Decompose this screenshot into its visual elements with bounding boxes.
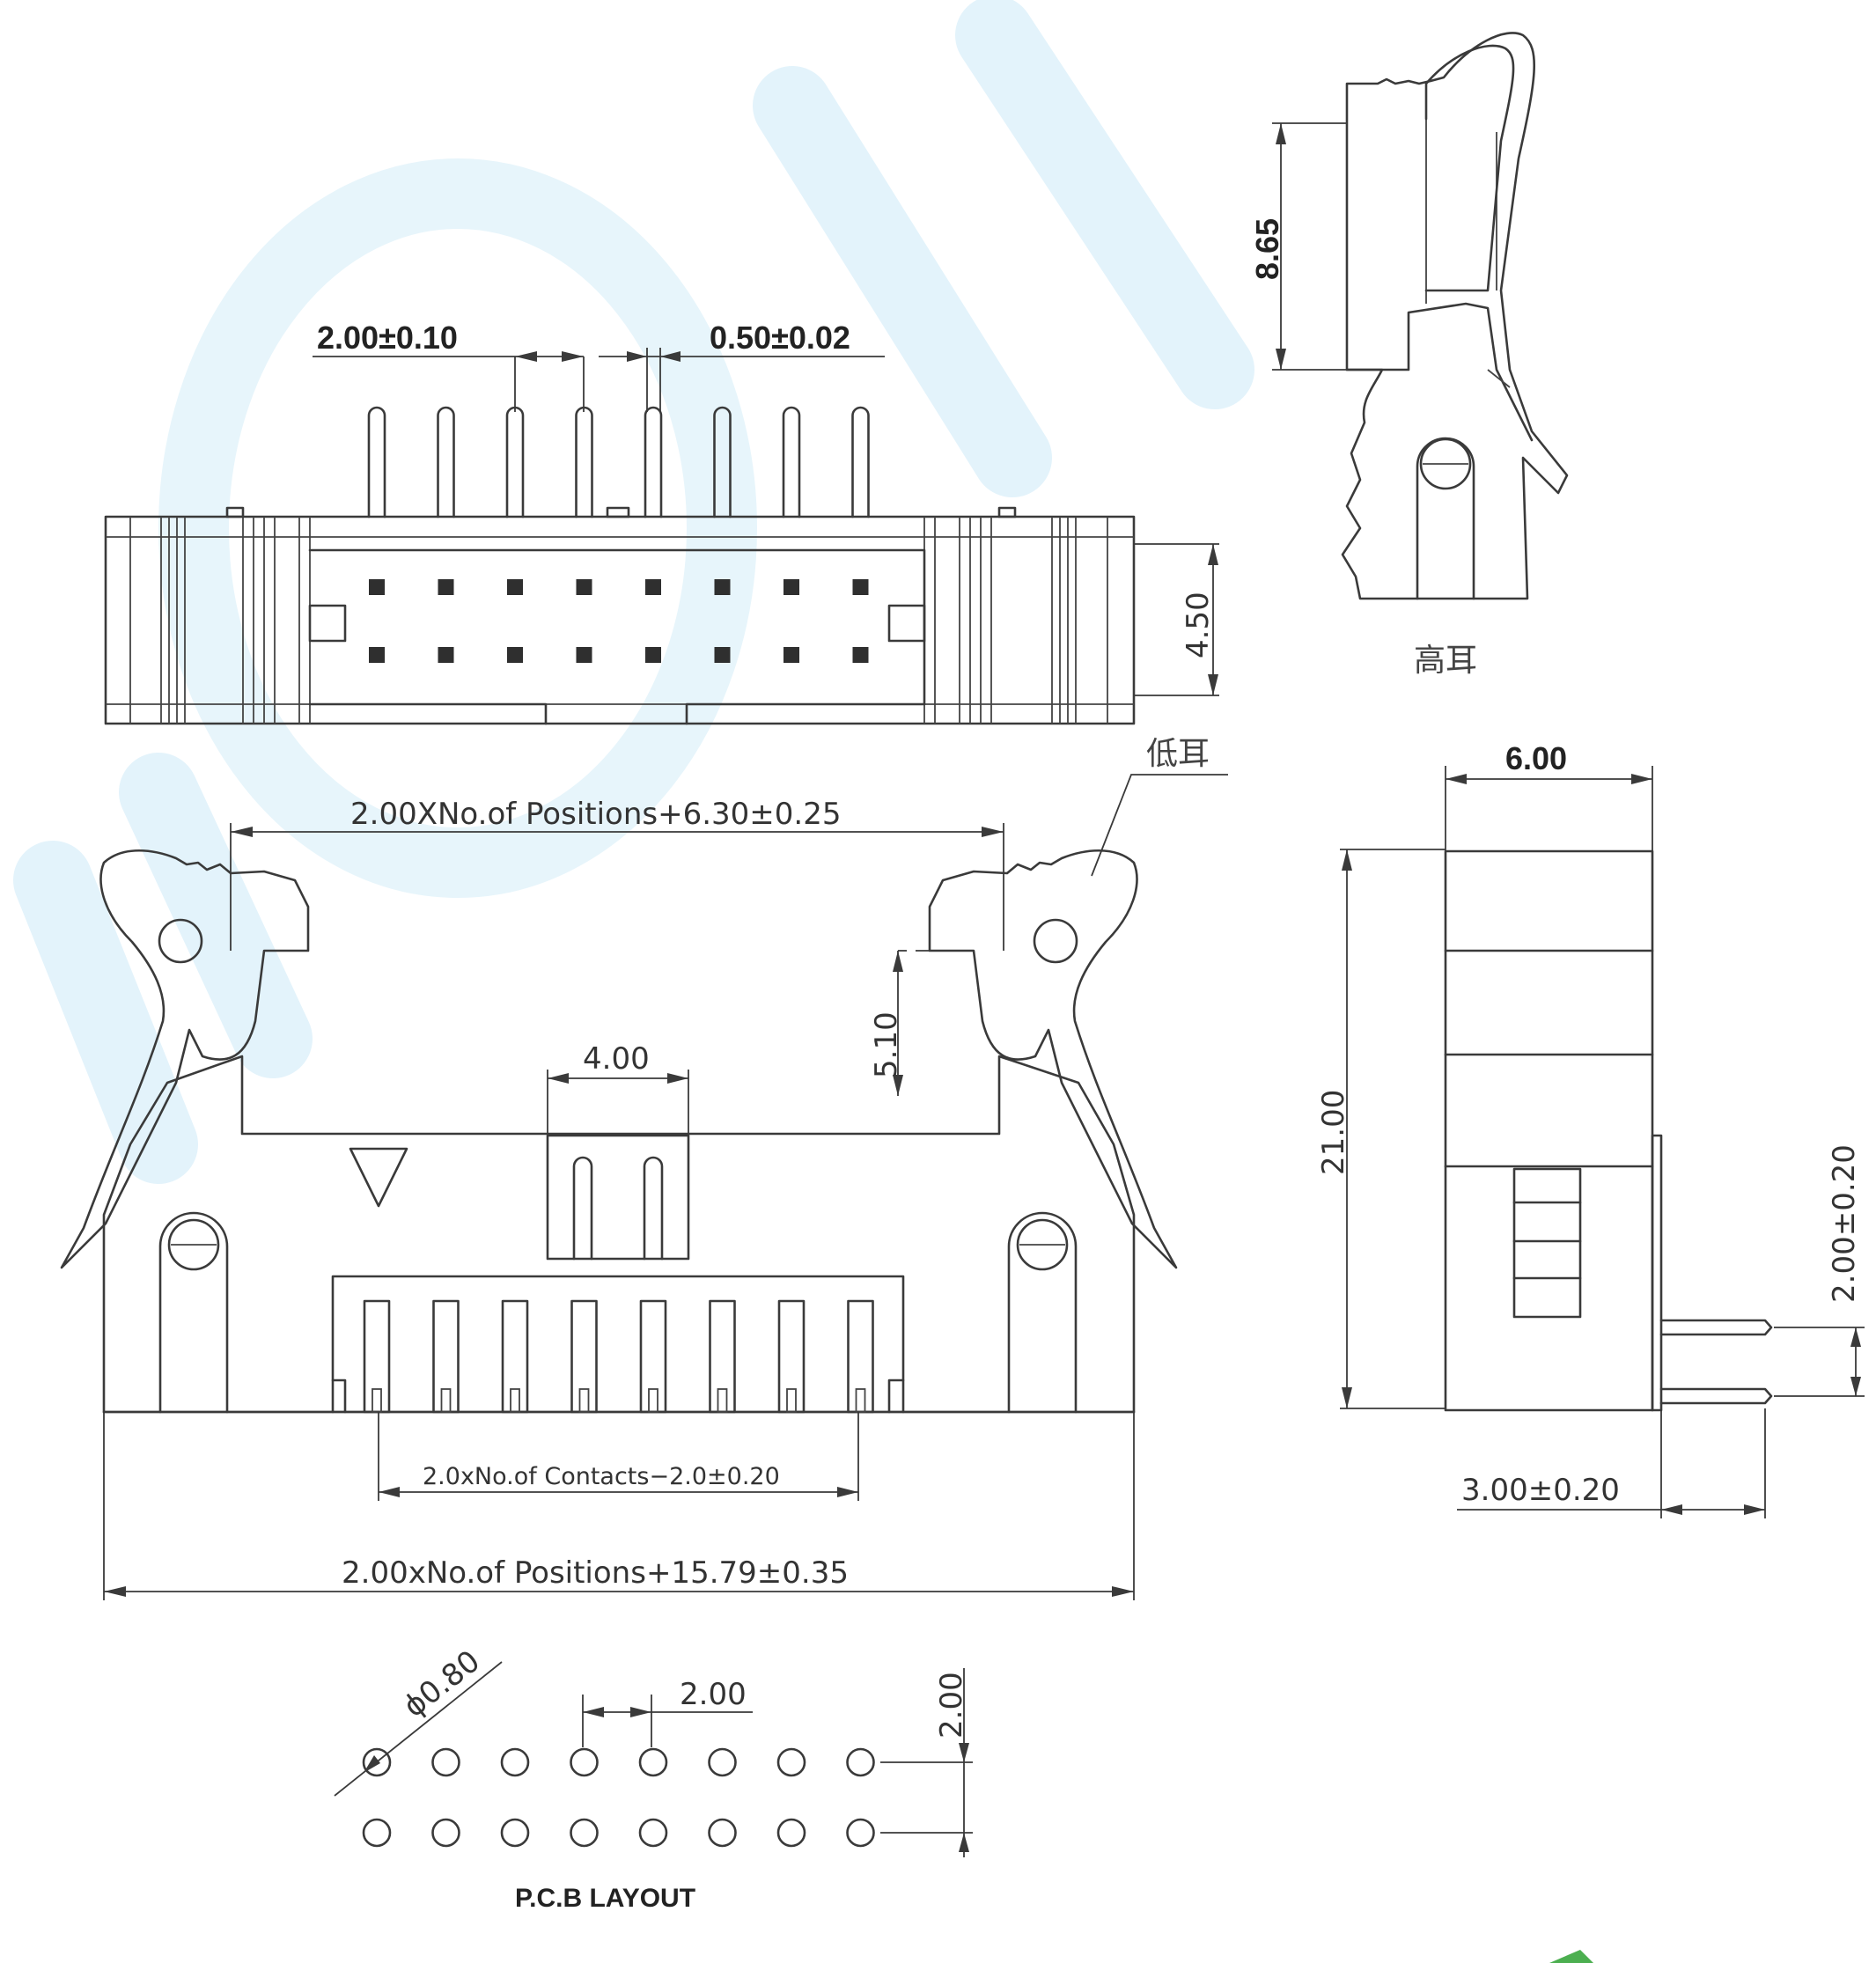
- pcb-hole: [638, 1747, 668, 1777]
- pin: [713, 406, 732, 518]
- label-high-ear: 高耳: [1414, 643, 1477, 679]
- pcb-hole: [638, 1818, 668, 1848]
- watermark: [13, 0, 1254, 1184]
- contact-square: [507, 647, 523, 663]
- contact-square: [369, 579, 385, 595]
- pin: [575, 406, 593, 518]
- contact-tip: [372, 1388, 382, 1413]
- contact: [847, 1299, 874, 1414]
- end-view: 6.00 21.00 2.00±0.20 3.00±0.20: [1316, 740, 1865, 1518]
- pin: [367, 406, 386, 518]
- contact-square: [507, 579, 523, 595]
- contact: [709, 1299, 736, 1414]
- pcb-hole: [500, 1818, 530, 1848]
- right-end-stripes: [923, 517, 1108, 724]
- contact-square: [576, 579, 592, 595]
- contact-square: [645, 579, 661, 595]
- pcb-hole: [570, 1818, 599, 1848]
- pcb-hole: [570, 1747, 599, 1777]
- contact: [501, 1299, 529, 1414]
- contact-tip: [855, 1388, 866, 1413]
- corner-mark: [1549, 1950, 1593, 1963]
- pcb-layout: ϕ0.80 2.00 2.00 P.C.B LAYOUT: [334, 1643, 973, 1913]
- pcb-hole: [846, 1747, 875, 1777]
- dim-tail-length: 3.00±0.20: [1461, 1473, 1620, 1508]
- side-view-high-ear: 8.65 高耳: [1249, 32, 1569, 679]
- dim-pcb-pitch-y: 2.00: [934, 1672, 969, 1739]
- label-pcb-layout: P.C.B LAYOUT: [515, 1884, 695, 1913]
- pin: [782, 406, 801, 518]
- dim-row-pitch: 2.00±0.20: [1827, 1144, 1862, 1303]
- contact-square: [852, 647, 869, 663]
- pcb-hole: [362, 1747, 392, 1777]
- pin: [505, 406, 525, 518]
- contact: [432, 1299, 460, 1414]
- dim-latch-height: 5.10: [869, 1011, 904, 1078]
- dim-pcb-pitch-x: 2.00: [680, 1677, 747, 1712]
- contact-square: [714, 647, 731, 663]
- pcb-hole: [776, 1747, 806, 1777]
- pcb-holes: [362, 1747, 875, 1848]
- contact: [363, 1299, 391, 1414]
- top-pins: [367, 406, 870, 518]
- pcb-hole: [708, 1747, 737, 1777]
- contact-tip: [648, 1388, 658, 1413]
- top-view: 2.00±0.10 0.50±0.02 4.50: [104, 320, 1219, 725]
- contact-tip: [578, 1388, 590, 1413]
- dim-key-width: 4.00: [583, 1041, 650, 1077]
- contact-square: [645, 647, 661, 663]
- contact: [570, 1299, 598, 1414]
- front-view: 2.00XNo.of Positions+6.30±0.25 5.10 4.00…: [60, 736, 1228, 1600]
- front-contacts: [363, 1299, 874, 1414]
- label-low-ear: 低耳: [1146, 736, 1210, 772]
- dim-contact-span: 2.0xNo.of Contacts−2.0±0.20: [423, 1463, 780, 1490]
- pcb-hole: [776, 1818, 806, 1848]
- pcb-hole: [362, 1818, 392, 1848]
- pcb-hole: [431, 1818, 460, 1848]
- contact-square: [369, 647, 385, 663]
- dim-side-height: 8.65: [1249, 218, 1285, 280]
- pin: [644, 406, 663, 518]
- contact-square: [784, 647, 799, 663]
- contact-square: [784, 579, 799, 595]
- contact-square: [852, 579, 869, 595]
- top-contact-squares: [369, 579, 869, 663]
- dim-end-height: 21.00: [1316, 1090, 1351, 1175]
- contact: [777, 1299, 806, 1414]
- contact: [639, 1299, 667, 1414]
- contact-tip: [440, 1388, 452, 1413]
- pin: [437, 406, 455, 518]
- contact-square: [438, 579, 454, 595]
- pcb-hole: [500, 1747, 530, 1777]
- pcb-hole: [846, 1818, 875, 1848]
- pcb-hole: [431, 1747, 460, 1777]
- dim-total-width: 2.00xNo.of Positions+15.79±0.35: [342, 1555, 849, 1591]
- contact-square: [576, 647, 592, 663]
- dim-pin-width: 0.50±0.02: [710, 320, 850, 356]
- pin: [851, 406, 870, 518]
- contact-tip: [717, 1388, 728, 1413]
- dim-pitch: 2.00±0.10: [317, 320, 458, 356]
- pcb-hole: [708, 1818, 737, 1848]
- dim-body-height: 4.50: [1181, 592, 1216, 658]
- contact-tip: [786, 1388, 797, 1413]
- contact-square: [438, 647, 454, 663]
- dim-overall-width: 2.00XNo.of Positions+6.30±0.25: [350, 797, 842, 832]
- dim-end-width: 6.00: [1505, 740, 1567, 776]
- contact-square: [714, 579, 731, 595]
- contact-tip: [510, 1388, 520, 1413]
